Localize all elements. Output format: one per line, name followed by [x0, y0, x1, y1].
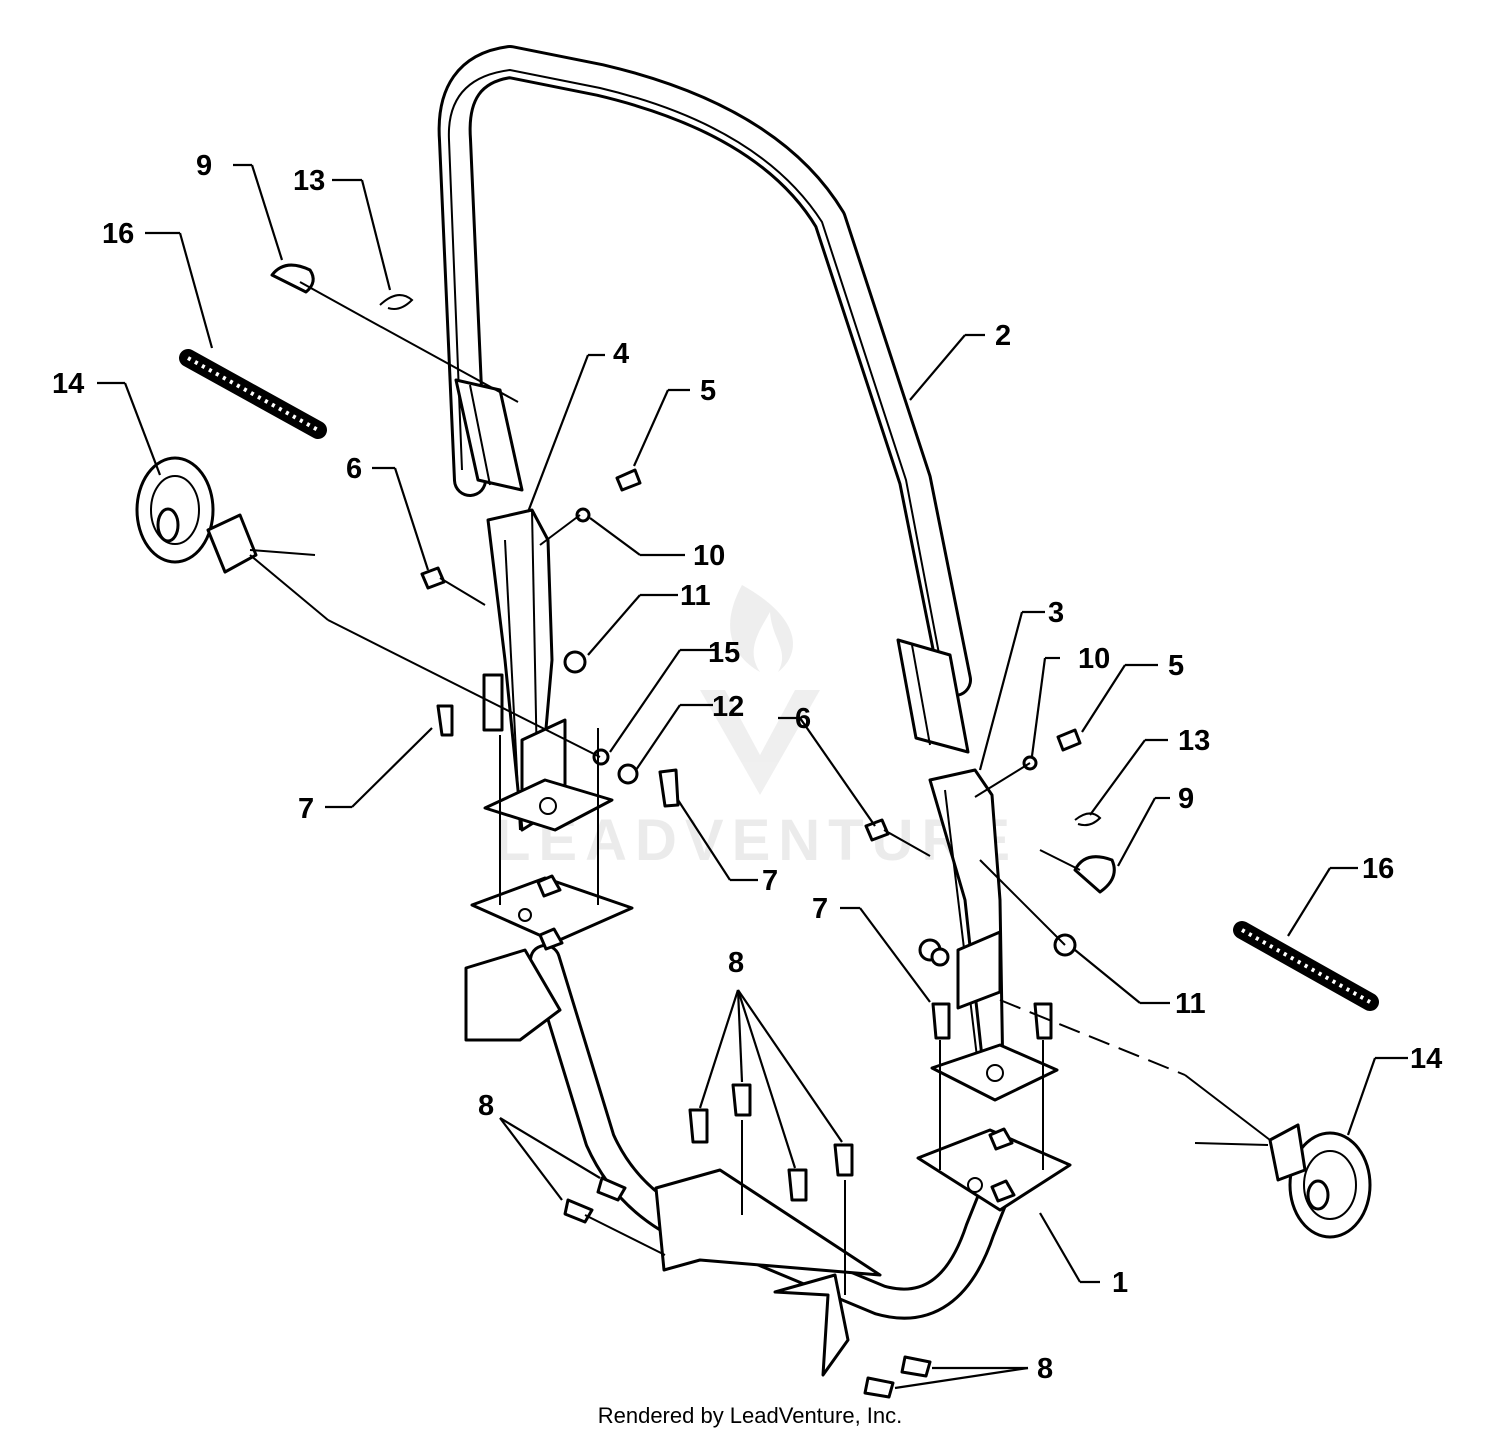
callout-2: 2: [995, 320, 1011, 352]
callout-3: 3: [1048, 597, 1064, 629]
callout-11: 11: [680, 580, 711, 612]
bolt-item-7-right-a: [931, 1002, 951, 1040]
callout-9: 9: [196, 150, 212, 182]
hitch-pin-right: [1039, 849, 1116, 894]
callout-5: 5: [700, 375, 716, 407]
callout-8: 8: [728, 947, 744, 979]
callout-labels: 2 4 5 5 3 9 9 13 13 16 16 14 14 6 6 10 1…: [52, 150, 1442, 1385]
callout-13: 13: [293, 165, 325, 197]
bolt-item-5-right: [1056, 728, 1082, 752]
leader-lines: [97, 163, 1408, 1390]
bolt-item-7-right-b: [1033, 1002, 1053, 1040]
spring-left: [179, 349, 327, 439]
callout-13: 13: [1178, 725, 1210, 757]
callout-11: 11: [1175, 988, 1206, 1020]
callout-16: 16: [102, 218, 134, 250]
watermark-logo: [700, 585, 820, 795]
callout-10: 10: [1078, 643, 1110, 675]
bolt-item-7-left: [436, 704, 454, 737]
bolts-item-8: [563, 1083, 932, 1399]
callout-7: 7: [298, 793, 314, 825]
nut-item-15: [592, 748, 610, 766]
callout-8: 8: [1037, 1353, 1053, 1385]
bolt-item-7-center: [658, 768, 680, 808]
bolt-item-6-right: [864, 818, 931, 857]
light-right: [1184, 1074, 1372, 1239]
rollbar-upper-hoop: [437, 45, 972, 754]
callout-14: 14: [52, 368, 84, 400]
callout-16: 16: [1362, 853, 1394, 885]
nut-item-11-left: [563, 650, 587, 674]
callout-14: 14: [1410, 1043, 1442, 1075]
callout-6: 6: [795, 703, 811, 735]
callout-9: 9: [1178, 783, 1194, 815]
nut-item-10-left: [575, 507, 591, 523]
callout-6: 6: [346, 453, 362, 485]
callout-10: 10: [693, 540, 725, 572]
callout-5: 5: [1168, 650, 1184, 682]
left-upright-tube: [482, 508, 614, 832]
callout-15: 15: [708, 637, 740, 669]
nut-item-12: [617, 763, 639, 785]
callout-8: 8: [478, 1090, 494, 1122]
nut-right-upright: [918, 938, 950, 967]
hitch-pin-left: [270, 263, 366, 319]
callout-1: 1: [1112, 1267, 1128, 1299]
watermark-text: LEADVENTURE: [495, 808, 1018, 873]
right-upright-tube: [928, 768, 1059, 1102]
clip-left: [379, 294, 414, 310]
footer-credit: Rendered by LeadVenture, Inc.: [597, 1403, 903, 1428]
lower-frame: [464, 874, 1072, 1377]
bolt-item-5-left: [615, 468, 642, 492]
callout-7: 7: [812, 893, 828, 925]
clip-right: [1074, 812, 1102, 827]
assembly-lines: [327, 317, 1186, 1295]
bolt-item-6-left: [420, 566, 486, 606]
spring-right: [1233, 921, 1379, 1011]
light-left: [135, 456, 329, 621]
callout-7: 7: [762, 865, 778, 897]
callout-12: 12: [712, 691, 744, 723]
callout-4: 4: [613, 338, 629, 370]
